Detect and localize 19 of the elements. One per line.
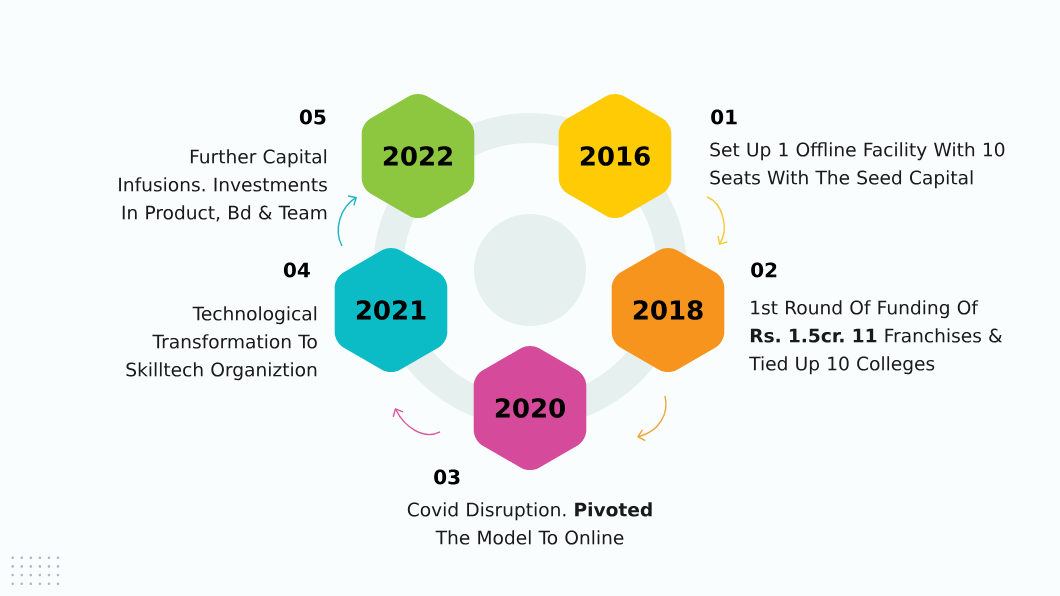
curved-arrow: [337, 195, 357, 247]
hexagon: 2022: [361, 93, 475, 219]
description: Covid Disruption. Pivoted The Model To Online: [407, 502, 652, 545]
hexagon: 2021: [334, 247, 448, 373]
step-number: 01: [711, 109, 737, 125]
hexagon: 2016: [558, 93, 672, 219]
step-number: 02: [751, 262, 777, 278]
description: 1st Round Of Funding Of Rs. 1.5cr. 11 Franchises & Tied Up 10 Colleges: [749, 300, 1002, 375]
description: Technological Transformation To Skilltech Organiztion: [126, 306, 317, 381]
step-number: 05: [299, 109, 326, 125]
curved-arrow: [706, 196, 729, 245]
description: Set Up 1 Offline Facility With 10 Seats With The Seed Capital: [710, 142, 1005, 189]
step-number: 03: [434, 469, 460, 485]
hexagon: 2018: [611, 247, 725, 373]
hexagon: 2020: [473, 345, 587, 471]
description: Further Capital Infusions. Investments In Product, Bd & Team: [119, 149, 327, 222]
curved-arrow: [392, 408, 441, 436]
step-number: 04: [283, 262, 310, 278]
curved-arrow: [637, 395, 667, 442]
